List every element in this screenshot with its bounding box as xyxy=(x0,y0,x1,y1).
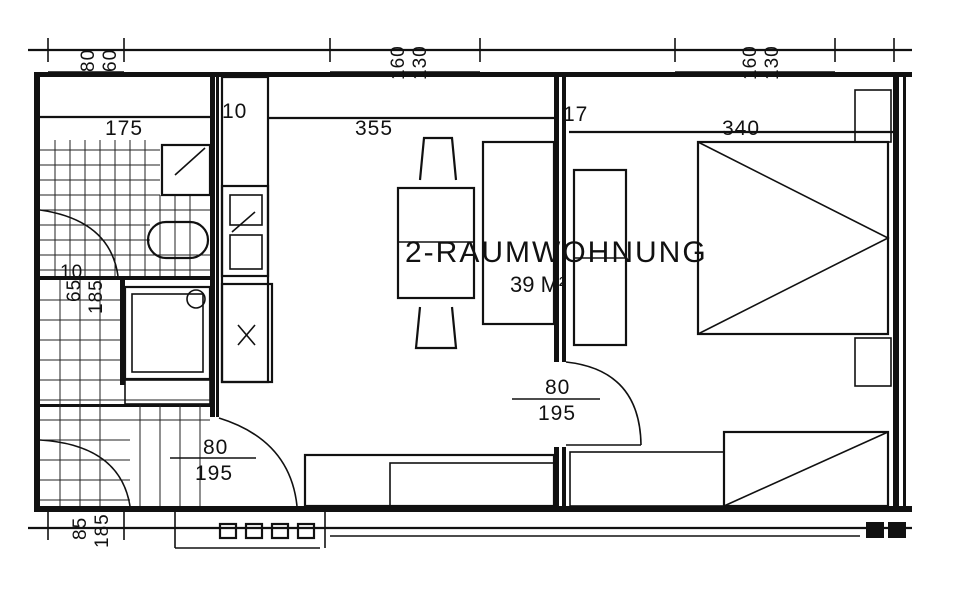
bed xyxy=(696,89,892,387)
interior-walls xyxy=(40,72,893,509)
door-bedroom xyxy=(565,361,642,446)
kitchen-counter xyxy=(220,75,274,384)
dim-window-left-bottom: 60 xyxy=(100,49,121,72)
bedroom-wardrobe xyxy=(569,430,890,508)
dim-wall-marker: 17 xyxy=(563,103,588,126)
dim-wall-small: 10 xyxy=(222,100,247,123)
bathroom-fixtures xyxy=(123,143,212,405)
dim-bedroom-width: 340 xyxy=(722,117,760,140)
bathroom-tiles xyxy=(40,140,210,506)
dim-wc-door-width: 10 xyxy=(60,262,83,283)
dim-window-right-bottom: 130 xyxy=(762,45,783,80)
dim-bath-door-width: 65 xyxy=(64,279,85,302)
wardrobe xyxy=(481,140,628,347)
sofa xyxy=(303,453,556,508)
dim-bottom-left-width: 85 xyxy=(70,517,91,540)
dim-window-left-top: 80 xyxy=(78,49,99,72)
area-label: 39 M² xyxy=(510,272,566,297)
exterior-walls xyxy=(34,72,912,512)
dim-entry-door-width: 80 xyxy=(203,436,228,459)
room-title: 2-RAUMWOHNUNG xyxy=(405,236,708,269)
dim-bath-door-height: 185 xyxy=(86,279,107,314)
dim-living-width: 355 xyxy=(355,117,393,140)
dining-table xyxy=(396,136,476,350)
dim-bath-width: 175 xyxy=(105,117,143,140)
bottom-strip xyxy=(28,512,912,549)
dimension-separators xyxy=(170,398,600,459)
dim-bottom-left-height: 185 xyxy=(92,513,113,548)
door-bath xyxy=(39,209,119,277)
dim-window-mid-bottom: 130 xyxy=(410,45,431,80)
dim-bedroom-door-height: 195 xyxy=(538,402,576,425)
door-entry xyxy=(39,417,298,507)
dim-window-right-top: 160 xyxy=(740,45,761,80)
dim-window-mid-top: 160 xyxy=(388,45,409,80)
dim-bedroom-door-width: 80 xyxy=(545,376,570,399)
dim-entry-door-height: 195 xyxy=(195,462,233,485)
